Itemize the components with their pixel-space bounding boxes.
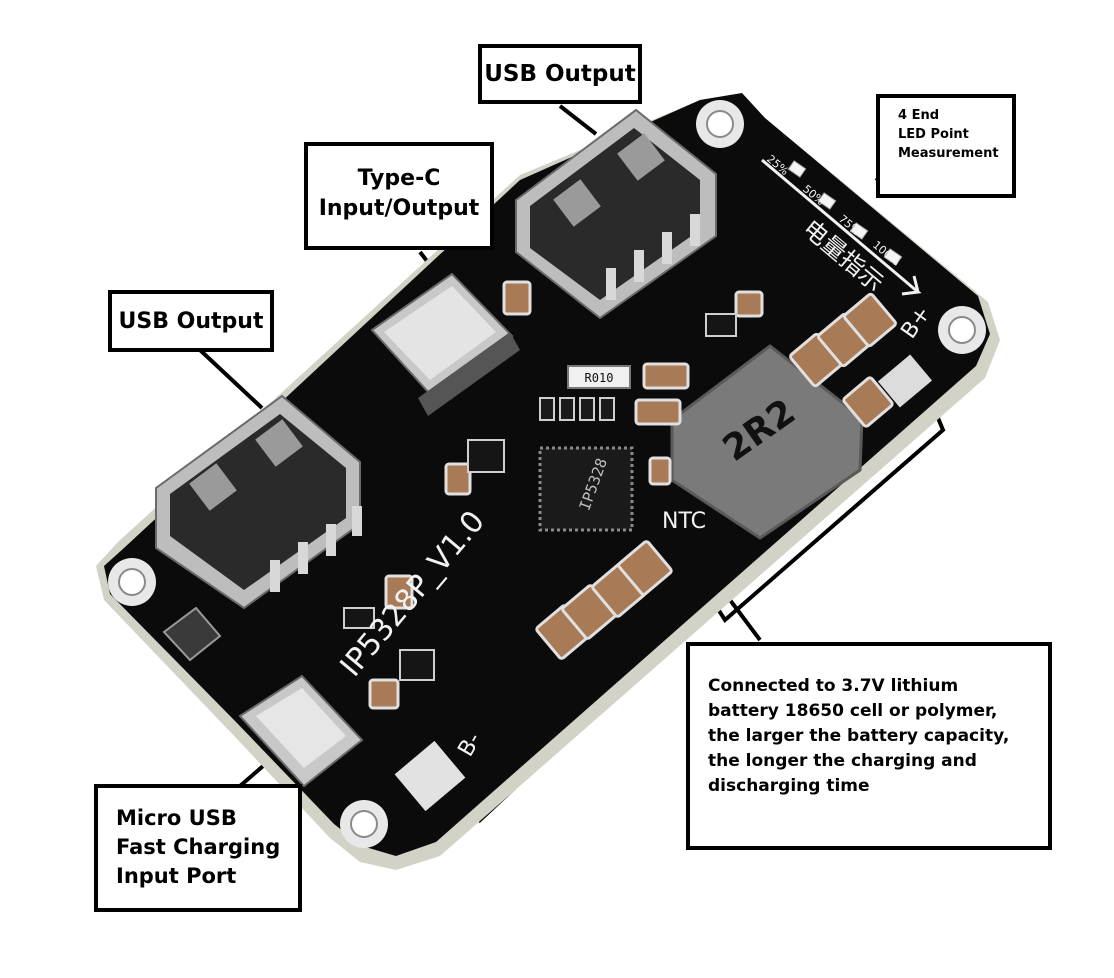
capacitor: [444, 462, 472, 496]
capacitor: [502, 280, 532, 316]
transistor: [705, 313, 737, 337]
led: [883, 248, 903, 266]
capacitor: [617, 540, 673, 596]
transistors: [343, 313, 737, 681]
mounting-hole: [340, 800, 388, 848]
callout-usb-output-left-text: USB Output: [118, 308, 264, 334]
tactile-switch: [162, 606, 222, 662]
callout-micro-usb: Micro USB Fast Charging Input Port: [94, 784, 302, 912]
transistor: [467, 439, 505, 473]
power-inductor: 2R2: [670, 344, 864, 540]
sense-resistor: R010: [567, 365, 631, 389]
usb-a-connector-top: [515, 108, 717, 320]
mounting-hole: [696, 100, 744, 148]
capacitor: [384, 574, 414, 610]
callout-type-c: Type-C Input/Output: [304, 142, 494, 250]
callout-led-measurement: 4 End LED Point Measurement: [876, 94, 1016, 198]
callout-led-line3: Measurement: [898, 146, 999, 161]
led: [817, 192, 837, 210]
callout-micro-usb-line3: Input Port: [116, 864, 237, 888]
small-resistor: [539, 397, 555, 421]
callout-micro-usb-line1: Micro USB: [116, 806, 237, 830]
capacitor: [843, 292, 897, 348]
type-c-connector: [370, 272, 520, 416]
callout-battery-line2: battery 18650 cell or polymer,: [708, 701, 998, 721]
led: [787, 160, 807, 178]
silk-arrow: [761, 158, 922, 296]
pcb-board: IP5328 2R2 R010: [96, 93, 1000, 870]
capacitor: [648, 456, 672, 486]
callout-usb-output-top-text: USB Output: [484, 61, 636, 87]
ntc-label: NTC: [662, 509, 706, 534]
leader-usb-left: [198, 348, 264, 410]
callout-battery-line1: Connected to 3.7V lithium: [708, 676, 959, 696]
callout-led-line2: LED Point: [898, 127, 969, 142]
mounting-hole: [938, 306, 986, 354]
capacitor: [842, 376, 894, 428]
callout-type-c-line1: Type-C: [357, 166, 441, 191]
usb-a-connector-left: [155, 394, 362, 610]
mounting-hole: [108, 558, 156, 606]
callout-led-line1: 4 End: [898, 108, 940, 123]
callout-battery-line3: the larger the battery capacity,: [708, 726, 1010, 746]
ic-chip: IP5328: [538, 446, 634, 532]
led-indicators: [787, 160, 903, 266]
callout-battery-line5: discharging time: [708, 776, 870, 796]
transistor: [343, 607, 375, 629]
leader-battery: [728, 598, 762, 642]
mounting-holes: [108, 100, 986, 848]
resistor-marking: R010: [585, 371, 614, 385]
small-resistor: [599, 397, 615, 421]
leader-usb-top: [558, 104, 598, 136]
small-resistor: [579, 397, 595, 421]
b-minus-pad: [394, 740, 466, 812]
capacitor: [634, 398, 682, 426]
callout-battery: Connected to 3.7V lithium battery 18650 …: [686, 642, 1052, 850]
led: [849, 222, 869, 240]
micro-usb-connector: [238, 674, 364, 788]
callout-battery-line4: the longer the charging and: [708, 751, 977, 771]
capacitor: [734, 290, 764, 318]
resistor-array: [539, 397, 615, 421]
small-resistor: [559, 397, 575, 421]
capacitor: [642, 362, 690, 390]
capacitor: [368, 678, 400, 710]
callout-micro-usb-line2: Fast Charging: [116, 835, 281, 859]
callout-type-c-line2: Input/Output: [318, 196, 480, 221]
callout-usb-output-left: USB Output: [108, 290, 274, 352]
battery-wire-right: [714, 417, 946, 624]
callout-usb-output-top: USB Output: [478, 44, 642, 104]
capacitors: [368, 280, 897, 710]
transistor: [399, 649, 435, 681]
b-plus-pad: [877, 354, 933, 408]
